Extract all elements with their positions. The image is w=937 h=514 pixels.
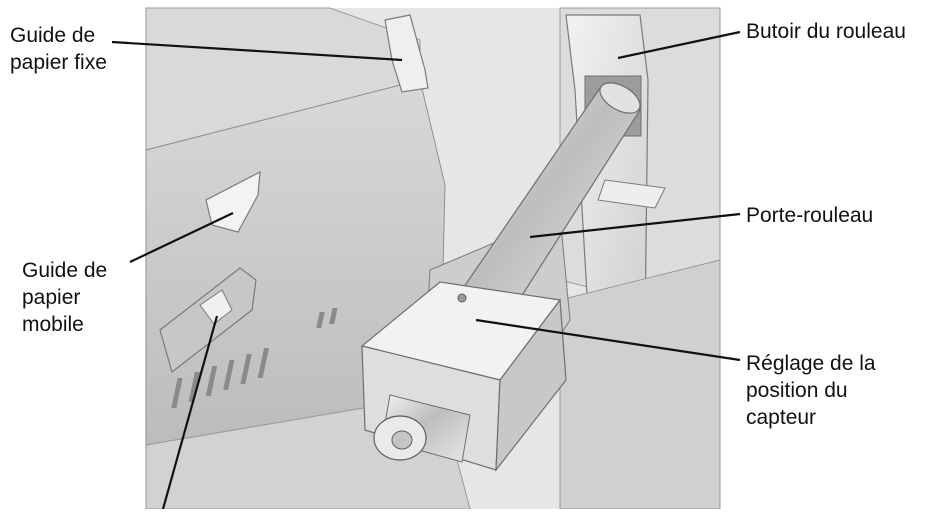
leader-line-butoir xyxy=(617,30,741,60)
label-guide-papier-mobile: Guide de papier mobile xyxy=(22,257,107,338)
leader-lines xyxy=(111,30,741,510)
sensor-carriage-side xyxy=(495,298,567,472)
label-reglage-line-1: Réglage de la xyxy=(746,352,876,375)
vent-slots xyxy=(171,308,338,408)
roll-holder-end xyxy=(599,82,641,114)
leader-line-porte-rouleau xyxy=(529,212,741,239)
printer-photo xyxy=(145,7,721,510)
label-guide-mobile-line-2: papier xyxy=(22,286,81,309)
label-guide-fixe-line-2: papier fixe xyxy=(10,51,107,74)
leader-line-guide-mobile-lower xyxy=(161,315,219,510)
label-reglage-position-capteur: Réglage de la position du capteur xyxy=(746,350,876,431)
leader-line-guide-fixe xyxy=(111,40,403,62)
adjust-hole xyxy=(457,293,467,303)
label-reglage-line-2: position du xyxy=(746,379,848,402)
moving-paper-guide xyxy=(205,170,261,233)
front-roller-hub xyxy=(391,430,413,450)
label-guide-mobile-line-3: mobile xyxy=(22,313,84,336)
side-tab xyxy=(597,179,666,209)
label-reglage-line-3: capteur xyxy=(746,406,817,429)
leader-line-reglage xyxy=(475,318,741,362)
label-porte-rouleau: Porte-rouleau xyxy=(746,202,873,229)
guide-slot xyxy=(159,267,257,374)
slot-tab xyxy=(199,289,233,325)
label-guide-papier-fixe: Guide de papier fixe xyxy=(10,22,107,76)
label-porte-rouleau-line-1: Porte-rouleau xyxy=(746,204,874,227)
label-butoir-du-rouleau: Butoir du rouleau xyxy=(746,18,906,45)
label-butoir-line-1: Butoir du rouleau xyxy=(746,20,906,43)
leader-line-guide-mobile xyxy=(129,212,234,263)
label-guide-mobile-line-1: Guide de xyxy=(22,259,108,282)
right-lower-floor xyxy=(559,259,721,510)
label-guide-fixe-line-1: Guide de xyxy=(10,24,96,47)
